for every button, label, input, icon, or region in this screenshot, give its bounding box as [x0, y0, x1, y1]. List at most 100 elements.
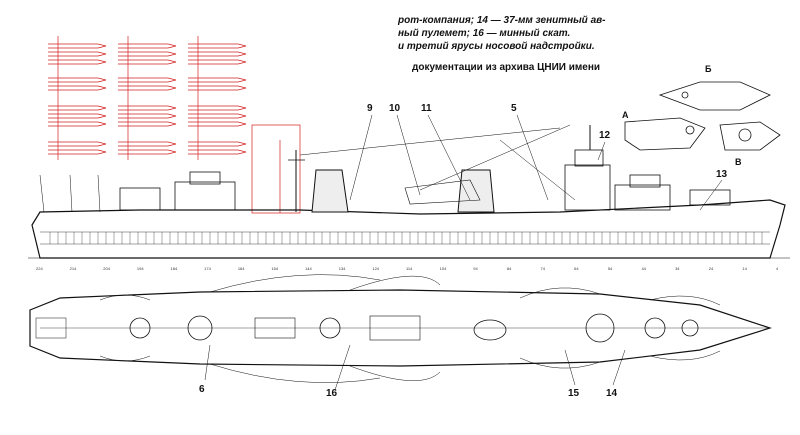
- deck-label-v: В: [735, 157, 742, 167]
- frame-number: 184: [171, 266, 178, 271]
- frame-number: 194: [137, 266, 144, 271]
- hull-compartments: [40, 231, 770, 245]
- callout-6: 6: [199, 384, 205, 395]
- frame-number: 134: [339, 266, 346, 271]
- firing-arc-3: [349, 275, 441, 291]
- frame-number: 24: [709, 266, 714, 271]
- callout-12: 12: [599, 130, 611, 141]
- frame-number: 114: [406, 266, 413, 271]
- red-torpedo-outline: [118, 105, 177, 111]
- deck-plans-inset: [624, 81, 781, 151]
- red-torpedo-outline: [48, 141, 107, 147]
- rigging-line-1: [299, 127, 561, 156]
- aft-turret: [189, 171, 221, 185]
- turret-fore-3: [681, 319, 699, 337]
- red-torpedo-outline: [118, 77, 177, 83]
- red-torpedo-outline: [48, 121, 107, 127]
- boat-deck: [404, 179, 481, 205]
- frame-number: 44: [641, 266, 646, 271]
- fore-funnel: [457, 169, 495, 213]
- red-torpedo-outline: [48, 77, 107, 83]
- frame-number: 204: [103, 266, 110, 271]
- red-torpedo-outline: [118, 141, 177, 147]
- rigging-line-3: [499, 139, 576, 201]
- red-frame-box: [251, 124, 301, 214]
- torpedo-tubes-mid: [369, 315, 421, 341]
- red-torpedo-outline: [48, 85, 107, 91]
- frame-number: 84: [507, 266, 512, 271]
- red-torpedo-outline: [48, 43, 107, 49]
- callout-11: 11: [421, 103, 432, 114]
- callout-14: 14: [606, 388, 618, 399]
- frame-number: 154: [271, 266, 278, 271]
- frame-number: 94: [473, 266, 478, 271]
- bow-structure: [689, 189, 731, 206]
- frame-number: 124: [372, 266, 379, 271]
- fore-turret: [629, 174, 661, 188]
- caption-text: рот-компания; 14 — 37-мм зенитный ав- ны…: [398, 14, 606, 74]
- red-torpedo-outline: [188, 85, 247, 91]
- frame-number: 164: [238, 266, 245, 271]
- red-torpedo-outline: [188, 113, 247, 119]
- frame-number: 74: [541, 266, 546, 271]
- aft-turret-deck: [174, 181, 236, 211]
- red-torpedo-outline: [188, 51, 247, 57]
- red-torpedo-outline: [118, 59, 177, 65]
- firing-arc-2: [209, 363, 381, 383]
- caption-line-1: рот-компания; 14 — 37-мм зенитный ав-: [398, 15, 606, 26]
- red-torpedo-outline: [188, 105, 247, 111]
- red-torpedo-outline: [118, 85, 177, 91]
- turret-aft-2: [187, 315, 213, 341]
- deck-plan-v: [719, 121, 781, 151]
- deck-plan-b: [658, 81, 771, 111]
- red-torpedo-outline: [118, 51, 177, 57]
- hull-ribs: [49, 232, 763, 244]
- red-torpedo-outline: [48, 149, 107, 155]
- frame-number: 144: [305, 266, 312, 271]
- fore-superstructure: [564, 164, 611, 211]
- turret-fore-2: [644, 317, 666, 339]
- deck-label-a: А: [622, 110, 629, 120]
- rigging-line-2: [419, 124, 571, 191]
- firing-arc-1: [209, 274, 381, 293]
- turret-aft-1: [129, 317, 151, 339]
- frame-number: 174: [204, 266, 211, 271]
- aft-funnel: [311, 169, 349, 213]
- red-torpedo-outline: [188, 59, 247, 65]
- deck-label-b: Б: [705, 64, 712, 74]
- callout-15: 15: [568, 388, 580, 399]
- frame-number: 224: [36, 266, 43, 271]
- red-torpedo-outline: [188, 121, 247, 127]
- red-torpedo-outline: [48, 59, 107, 65]
- frame-number: 214: [70, 266, 77, 271]
- red-torpedo-outline: [48, 51, 107, 57]
- red-torpedo-outline: [118, 113, 177, 119]
- fore-turret-deck: [614, 184, 671, 211]
- red-torpedo-outline: [188, 141, 247, 147]
- caption-line-2: ный пулемет; 16 — минный скат.: [398, 28, 571, 39]
- frame-number: 14: [742, 266, 747, 271]
- red-torpedo-outline: [48, 105, 107, 111]
- callout-leaders: [204, 114, 723, 391]
- frame-number: 4: [776, 266, 779, 271]
- deck-plan: [29, 274, 772, 383]
- hull-outline: [31, 199, 786, 259]
- torpedo-tubes-aft: [254, 317, 296, 339]
- callout-13: 13: [716, 169, 728, 180]
- red-torpedo-outline: [118, 121, 177, 127]
- red-torpedo-outline: [188, 149, 247, 155]
- red-weapon-sketch: [48, 36, 301, 214]
- fore-funnel-top: [473, 319, 507, 341]
- callout-5: 5: [511, 103, 517, 114]
- callout-16: 16: [326, 388, 338, 399]
- red-torpedo-outline: [188, 43, 247, 49]
- firing-arc-4: [349, 365, 441, 381]
- callout-10: 10: [389, 103, 401, 114]
- deck-outline: [29, 289, 772, 367]
- red-torpedo-outline: [118, 43, 177, 49]
- frame-number: 34: [675, 266, 680, 271]
- frame-number: 54: [608, 266, 613, 271]
- frame-number: 64: [574, 266, 579, 271]
- red-torpedo-outline: [118, 149, 177, 155]
- callout-9: 9: [367, 103, 373, 114]
